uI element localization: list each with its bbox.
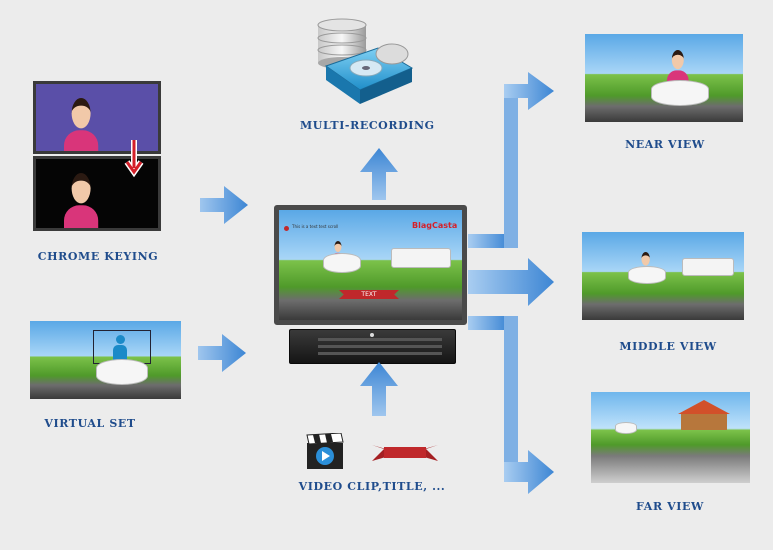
- chrome-keying-label: CHROME KEYING: [37, 250, 159, 263]
- input-arrow-chroma: [200, 186, 248, 224]
- title-banner-text: TEXT: [361, 291, 377, 298]
- ribbon-banner-icon: [372, 445, 438, 461]
- title-banner: [339, 290, 399, 299]
- virtual-set-thumbnail: [30, 321, 181, 399]
- presenter-figure: [64, 98, 99, 151]
- input-arrow-media: [360, 362, 398, 416]
- ticker-dot: [284, 226, 289, 231]
- ticker-text: This is a text test scroll: [292, 224, 339, 229]
- power-led-icon: [370, 333, 374, 337]
- hard-drive-icon: [324, 43, 414, 104]
- far-view-label: FAR VIEW: [636, 500, 704, 513]
- channel-logo: BlagCasta: [412, 221, 458, 230]
- sofa-set: [391, 248, 451, 268]
- clapperboard-icon: [306, 433, 344, 469]
- middle-view-thumbnail: [582, 232, 744, 320]
- far-view-table: [615, 422, 637, 434]
- far-view-thumbnail: [591, 392, 750, 483]
- wooden-house: [678, 400, 730, 430]
- output-arrow-recording: [360, 148, 398, 200]
- multi-recording-label: MULTI-RECORDING: [300, 119, 435, 132]
- monitor-table: [323, 253, 361, 273]
- keyed-presenter-figure: [64, 173, 99, 228]
- presenter-silhouette-icon: [113, 335, 127, 361]
- middle-view-label: MIDDLE VIEW: [619, 340, 717, 353]
- video-recorder-unit: [289, 329, 456, 364]
- input-arrow-virtual-set: [198, 334, 246, 372]
- chroma-source-frame: [33, 81, 161, 154]
- round-table: [96, 359, 148, 385]
- preview-monitor: This is a text test scroll BlagCasta TEX…: [274, 205, 467, 325]
- middle-view-sofa: [682, 258, 734, 276]
- video-clip-label: VIDEO CLIP,TITLE, ...: [298, 480, 446, 493]
- down-arrow-icon: [124, 140, 144, 178]
- near-view-label: NEAR VIEW: [625, 138, 705, 151]
- middle-view-table: [628, 266, 666, 284]
- near-view-table: [651, 80, 709, 106]
- near-view-thumbnail: [585, 34, 743, 122]
- output-arrow-fork: [468, 72, 554, 494]
- virtual-set-label: VIRTUAL SET: [44, 417, 136, 430]
- monitor-screen: This is a text test scroll BlagCasta TEX…: [279, 210, 462, 320]
